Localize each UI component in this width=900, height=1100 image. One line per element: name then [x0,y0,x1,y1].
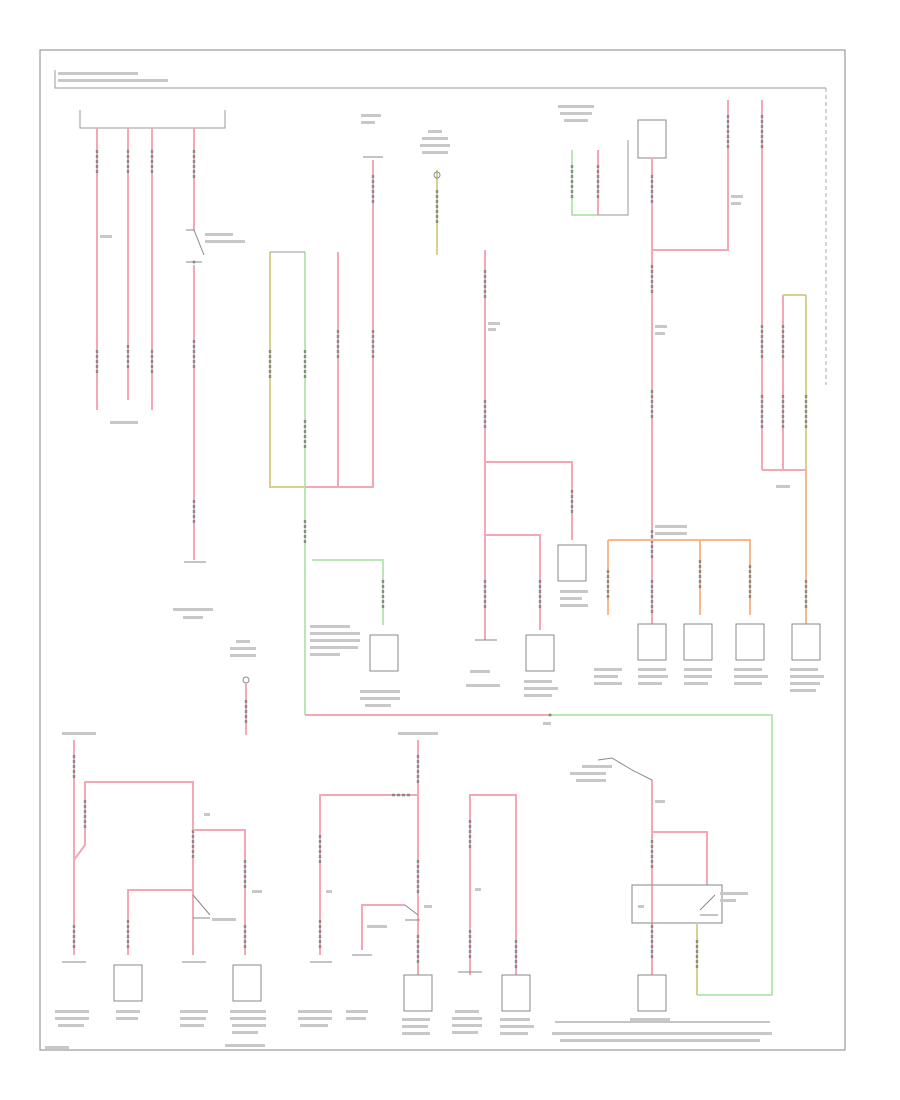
wire-group-body-controller [268,114,400,715]
wire-group-center-sensor [420,130,450,255]
wire-group-lower-right-relay [552,757,772,1042]
wire-group-upper-left [95,128,154,424]
wire-group-lower-left [55,640,266,1047]
connector-label [110,421,138,424]
wire-group-upper-right [558,100,824,692]
diagram-frame [39,49,846,1051]
footer-label [45,1046,69,1049]
wire-group-door-switches [594,525,768,685]
header-label-line-1 [58,72,138,75]
header-label-line-2 [58,79,168,82]
wire-group-cluster [466,250,588,697]
relay-box [631,884,723,924]
component-box [369,634,399,672]
power-distribution-header [54,70,827,385]
wire-group-ignition-switch [173,128,245,619]
wire-group-lower-center [298,732,534,1035]
ground-bus [305,713,773,996]
